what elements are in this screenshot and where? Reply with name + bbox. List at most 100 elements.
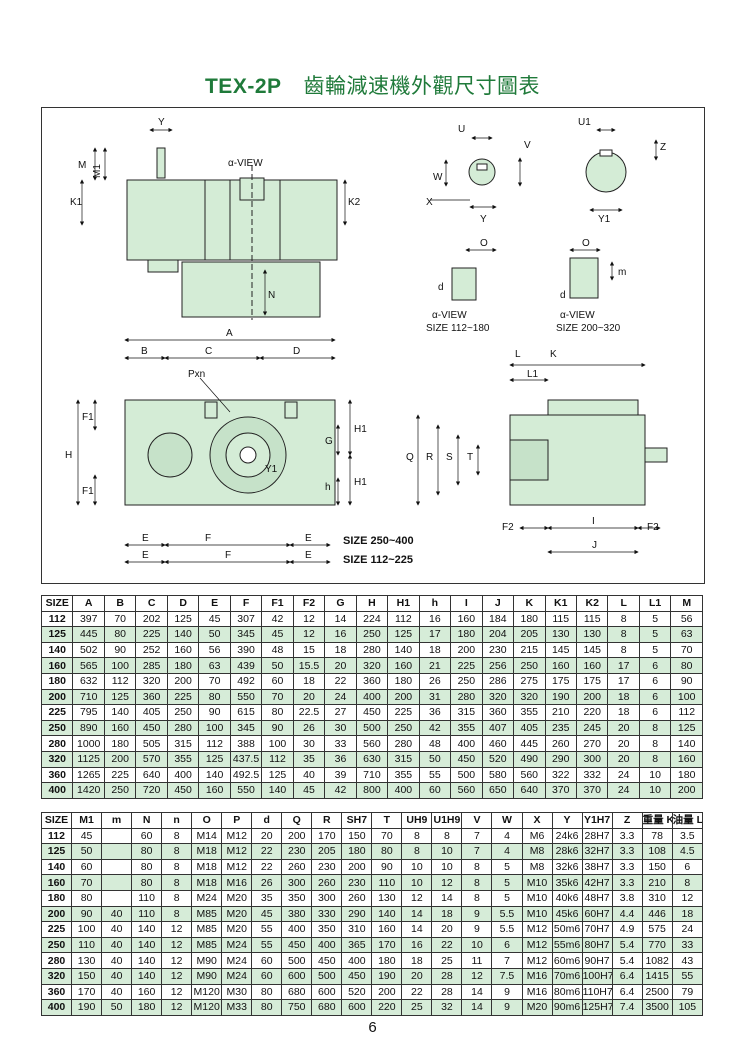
table-cell: 35 xyxy=(251,889,283,907)
table-cell: 437.5 xyxy=(229,750,263,768)
table-cell: 230 xyxy=(281,843,313,860)
table-cell: 6 xyxy=(491,936,523,954)
table-cell: 250 xyxy=(387,719,420,737)
table-cell: 280 xyxy=(450,688,483,706)
table-cell xyxy=(101,858,133,876)
column-header: A xyxy=(72,595,105,612)
table-cell: 140 xyxy=(166,626,200,643)
size-cell: 225 xyxy=(40,704,74,721)
table-cell: 8 xyxy=(161,843,193,860)
table-cell: 225 xyxy=(166,688,200,706)
table-cell: 345 xyxy=(229,626,263,643)
table-cell: 630 xyxy=(355,750,389,768)
front-view-drawing xyxy=(509,399,668,506)
table-cell: 795 xyxy=(72,704,105,721)
table-cell: 24 xyxy=(324,688,357,706)
table-cell: 9 xyxy=(461,921,493,938)
label-v: V xyxy=(524,140,531,151)
table-cell: 8 xyxy=(161,827,193,845)
table-cell: 680 xyxy=(281,983,313,1001)
table-cell: 80m6 xyxy=(551,983,583,1001)
table-cell: 8 xyxy=(161,858,193,876)
table-cell: M85 xyxy=(191,936,223,954)
table-cell: 22 xyxy=(324,672,357,690)
table-cell: 380 xyxy=(281,905,313,923)
column-header: K2 xyxy=(575,595,609,612)
dimension-drawings: Y M M1 K1 K2 N α-VIEW U V W X Y U1 Z Y1 … xyxy=(65,117,668,566)
table-cell: 130 xyxy=(71,952,103,969)
table-cell: 7 xyxy=(461,843,493,860)
label-size-small: SIZE 112~180 xyxy=(426,323,490,334)
table-cell: 45 xyxy=(251,905,283,923)
table-cell: 60 xyxy=(131,827,163,845)
size-cell: 180 xyxy=(40,889,73,907)
table-cell: 14 xyxy=(324,610,357,628)
table-cell: 80 xyxy=(261,704,294,721)
table-cell: 8 xyxy=(607,641,640,659)
table-cell: 260 xyxy=(544,735,577,752)
table-cell: 250 xyxy=(450,672,483,690)
table-cell: 450 xyxy=(166,782,200,799)
table-cell: 90 xyxy=(261,719,294,737)
table-cell: 130 xyxy=(371,889,403,907)
table-cell: 800 xyxy=(355,782,389,799)
table-cell: 3.5 xyxy=(671,827,704,845)
table-cell: 320 xyxy=(355,657,389,674)
table-cell: 355 xyxy=(166,750,200,768)
table-cell: 42 xyxy=(324,782,357,799)
table-cell: 600 xyxy=(311,983,343,1001)
table-cell: 45 xyxy=(198,610,231,628)
table-cell: 365 xyxy=(341,936,373,954)
table-cell: 710 xyxy=(72,688,105,706)
table-cell: 70 xyxy=(71,874,103,891)
size-cell: 250 xyxy=(40,936,73,954)
table-cell: 112 xyxy=(670,704,703,721)
table-cell: 350 xyxy=(281,889,313,907)
table-cell: 40 xyxy=(292,766,326,784)
table-cell: 400 xyxy=(355,688,389,706)
table-cell: 18 xyxy=(324,641,357,659)
table-cell: 110 xyxy=(131,905,163,923)
label-k1: K1 xyxy=(70,197,83,208)
table-cell: 31 xyxy=(418,688,452,706)
table-cell: 256 xyxy=(481,657,515,674)
table-cell: 5 xyxy=(638,626,672,643)
table-cell: 20 xyxy=(607,735,640,752)
table-cell: 400 xyxy=(166,766,200,784)
label-e-1: E xyxy=(142,533,149,544)
table-cell: 14 xyxy=(461,999,493,1016)
label-d-large: d xyxy=(560,290,566,301)
table-cell: 175 xyxy=(575,672,609,690)
table-cell: 90H7 xyxy=(581,952,613,969)
label-e-3: E xyxy=(142,550,149,561)
table-cell: M10 xyxy=(521,889,553,907)
table-cell: 286 xyxy=(481,672,515,690)
table-cell: M24 xyxy=(191,889,223,907)
label-k: K xyxy=(550,349,557,360)
size-cell: 250 xyxy=(40,719,74,737)
table-cell: 8 xyxy=(161,874,193,891)
table-cell: M85 xyxy=(191,905,223,923)
table-cell: 12 xyxy=(161,936,193,954)
table-cell: 300 xyxy=(281,874,313,891)
table-cell: 8 xyxy=(461,858,493,876)
table-cell: 20 xyxy=(607,719,640,737)
table-cell xyxy=(101,827,133,845)
table-cell: 12 xyxy=(401,889,433,907)
table-cell: 80 xyxy=(103,626,137,643)
table-cell: 360 xyxy=(135,688,168,706)
table-cell: 32 xyxy=(431,999,463,1016)
table-cell: 112 xyxy=(198,735,231,752)
table-cell: 12 xyxy=(671,889,704,907)
table-cell: 10 xyxy=(431,858,463,876)
table-cell: 21 xyxy=(418,657,452,674)
column-header: X xyxy=(521,812,553,829)
table-cell: 445 xyxy=(72,626,105,643)
label-size-large: SIZE 200~320 xyxy=(556,323,621,334)
column-header: W xyxy=(491,812,523,829)
table-cell: 28H7 xyxy=(581,827,613,845)
